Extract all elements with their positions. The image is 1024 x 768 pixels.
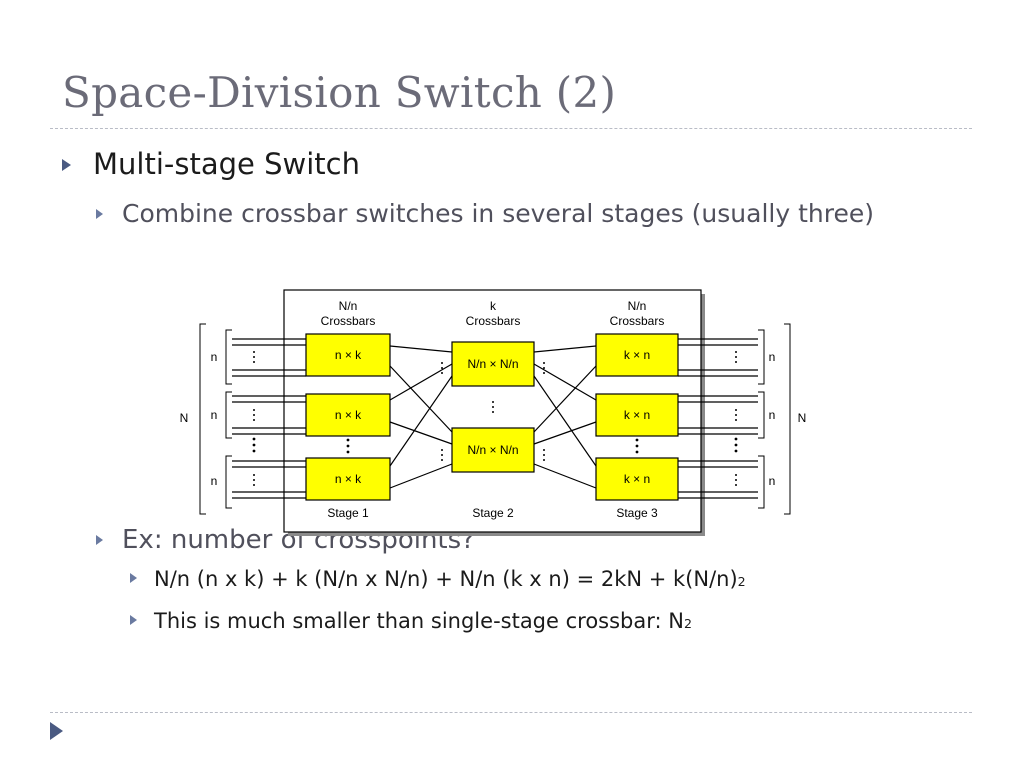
footer-divider — [50, 712, 972, 713]
stage3-box-label: k × n — [624, 408, 650, 422]
example-prefix: Ex: — [122, 525, 163, 555]
stage3-crossbar-box — [595, 457, 679, 501]
stage3-box-label: k × n — [624, 472, 650, 486]
stage3-header-line1: N/n — [628, 299, 647, 313]
total-inputs-N-label: N — [180, 411, 189, 425]
bullet-combine: Combine crossbar switches in several sta… — [96, 199, 874, 228]
bullet-triangle-icon — [130, 573, 137, 583]
stage3-crossbar-box — [595, 333, 679, 377]
output-group-n-label: n — [769, 408, 776, 422]
interstage-links — [389, 345, 597, 489]
output-group-n-label: n — [769, 350, 776, 364]
bullet-comparison: This is much smaller than single-stage c… — [130, 609, 692, 633]
stage2-box-label: N/n × N/n — [467, 443, 518, 457]
stage2-header-line1: k — [490, 299, 497, 313]
title-divider — [50, 128, 972, 129]
stage1-box-label: n × k — [335, 348, 362, 362]
stage2-box-label: N/n × N/n — [467, 357, 518, 371]
port-brackets — [199, 323, 791, 515]
total-outputs-N-label: N — [798, 411, 807, 425]
bullet-formula: N/n (n x k) + k (N/n x N/n) + N/n (k x n… — [130, 567, 746, 591]
stage2-crossbar-box — [451, 427, 535, 473]
stage2-header-line2: Crossbars — [466, 314, 521, 328]
stage1-header-line1: N/n — [339, 299, 358, 313]
stage1-crossbar-box — [305, 457, 391, 501]
comparison-text: This is much smaller than single-stage c… — [154, 609, 684, 633]
stage3-box-label: k × n — [624, 348, 650, 362]
bullet-triangle-icon — [96, 535, 103, 545]
port-lines — [232, 338, 758, 499]
bullet-multistage: Multi-stage Switch — [62, 147, 360, 181]
stage3-header-line2: Crossbars — [610, 314, 665, 328]
stage1-crossbar-box — [305, 393, 391, 437]
stage1-label: Stage 1 — [327, 506, 369, 520]
three-stage-switch-diagram: n × k n × k n × k N/n × N/n N/n × N/n k … — [180, 289, 807, 536]
bullet-triangle-icon — [62, 159, 71, 171]
stage2-crossbar-box — [451, 341, 535, 387]
stage3-crossbar-box — [595, 393, 679, 437]
input-group-n-label: n — [211, 408, 218, 422]
bullet-triangle-icon — [96, 209, 103, 219]
output-group-n-label: n — [769, 474, 776, 488]
slide-title: Space-Division Switch (2) — [62, 68, 617, 117]
input-group-n-label: n — [211, 350, 218, 364]
bullet-text: Combine crossbar switches in several sta… — [122, 199, 874, 228]
stage1-box-label: n × k — [335, 408, 362, 422]
formula-text: N/n (n x k) + k (N/n x N/n) + N/n (k x n… — [154, 567, 738, 591]
stage3-label: Stage 3 — [616, 506, 658, 520]
input-group-n-label: n — [211, 474, 218, 488]
stage1-crossbar-box — [305, 333, 391, 377]
stage2-label: Stage 2 — [472, 506, 514, 520]
stage1-box-label: n × k — [335, 472, 362, 486]
next-slide-arrow-icon[interactable] — [50, 722, 63, 740]
ellipsis-dots — [252, 351, 738, 486]
stage1-header-line2: Crossbars — [321, 314, 376, 328]
bullet-triangle-icon — [130, 615, 137, 625]
bullet-text: Multi-stage Switch — [93, 147, 360, 181]
